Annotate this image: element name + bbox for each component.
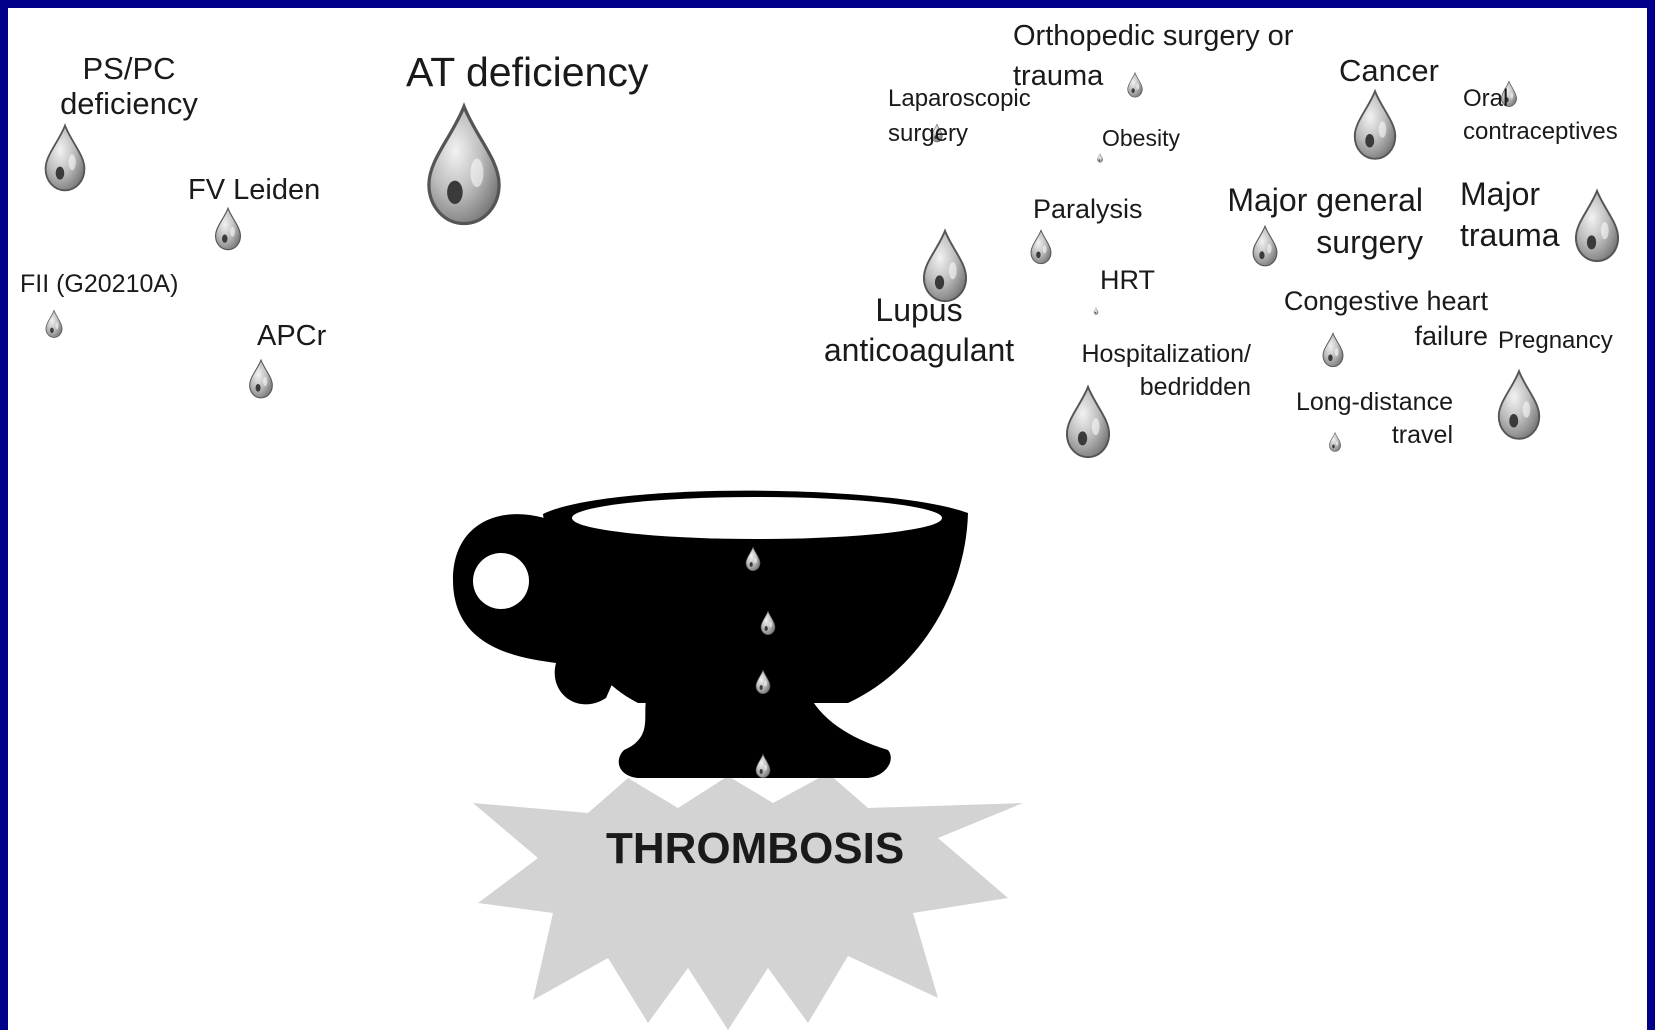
drop-ps-pc-icon <box>46 126 85 191</box>
cup-base <box>619 693 891 778</box>
drop-cancer-icon <box>1355 91 1396 159</box>
drop-paralysis-icon <box>1031 230 1051 263</box>
obesity-label: Obesity <box>1102 126 1180 152</box>
thrombosis-burst <box>473 773 1023 1030</box>
drop-pregnancy-icon <box>1499 371 1540 439</box>
cup-graphic <box>8 8 1647 1030</box>
fv-leiden-label: FV Leiden <box>188 174 320 206</box>
drop-hrt-icon <box>1094 307 1098 314</box>
laparoscopic-surgery-label: Laparoscopic surgery <box>888 82 1078 152</box>
drop-major-trauma-icon <box>1576 191 1618 261</box>
drop-at-icon <box>429 107 499 224</box>
pregnancy-label: Pregnancy <box>1498 328 1613 355</box>
oral-contraceptives-label: Oral contraceptives <box>1463 82 1633 148</box>
ps-pc-deficiency-label: PS/PC deficiency <box>44 52 214 121</box>
drop-fv-leiden-icon <box>216 208 241 249</box>
drop-obesity-icon <box>1097 154 1102 163</box>
hrt-label: HRT <box>1100 265 1155 295</box>
congestive-heart-failure-label: Congestive heart failure <box>1248 284 1488 354</box>
fii-label: FII (G20210A) <box>20 270 178 298</box>
hospitalization-label: Hospitalization/ bedridden <box>1051 338 1251 403</box>
cup-rim <box>572 497 942 539</box>
major-trauma-label: Major trauma <box>1460 174 1570 256</box>
major-general-surgery-label: Major general surgery <box>1208 180 1423 263</box>
drop-apcr-icon <box>250 360 273 398</box>
lupus-anticoagulant-label: Lupus anticoagulant <box>814 290 1024 370</box>
paralysis-label: Paralysis <box>1033 194 1143 224</box>
long-distance-travel-label: Long-distance travel <box>1273 386 1453 451</box>
apcr-label: APCr <box>257 320 326 352</box>
thrombosis-label: THROMBOSIS <box>606 824 904 873</box>
diagram-canvas: THROMBOSIS PS/PC deficiency AT deficienc… <box>8 8 1647 1030</box>
cancer-label: Cancer <box>1339 54 1439 89</box>
drop-fii-icon <box>46 311 62 338</box>
at-deficiency-label: AT deficiency <box>406 50 648 96</box>
